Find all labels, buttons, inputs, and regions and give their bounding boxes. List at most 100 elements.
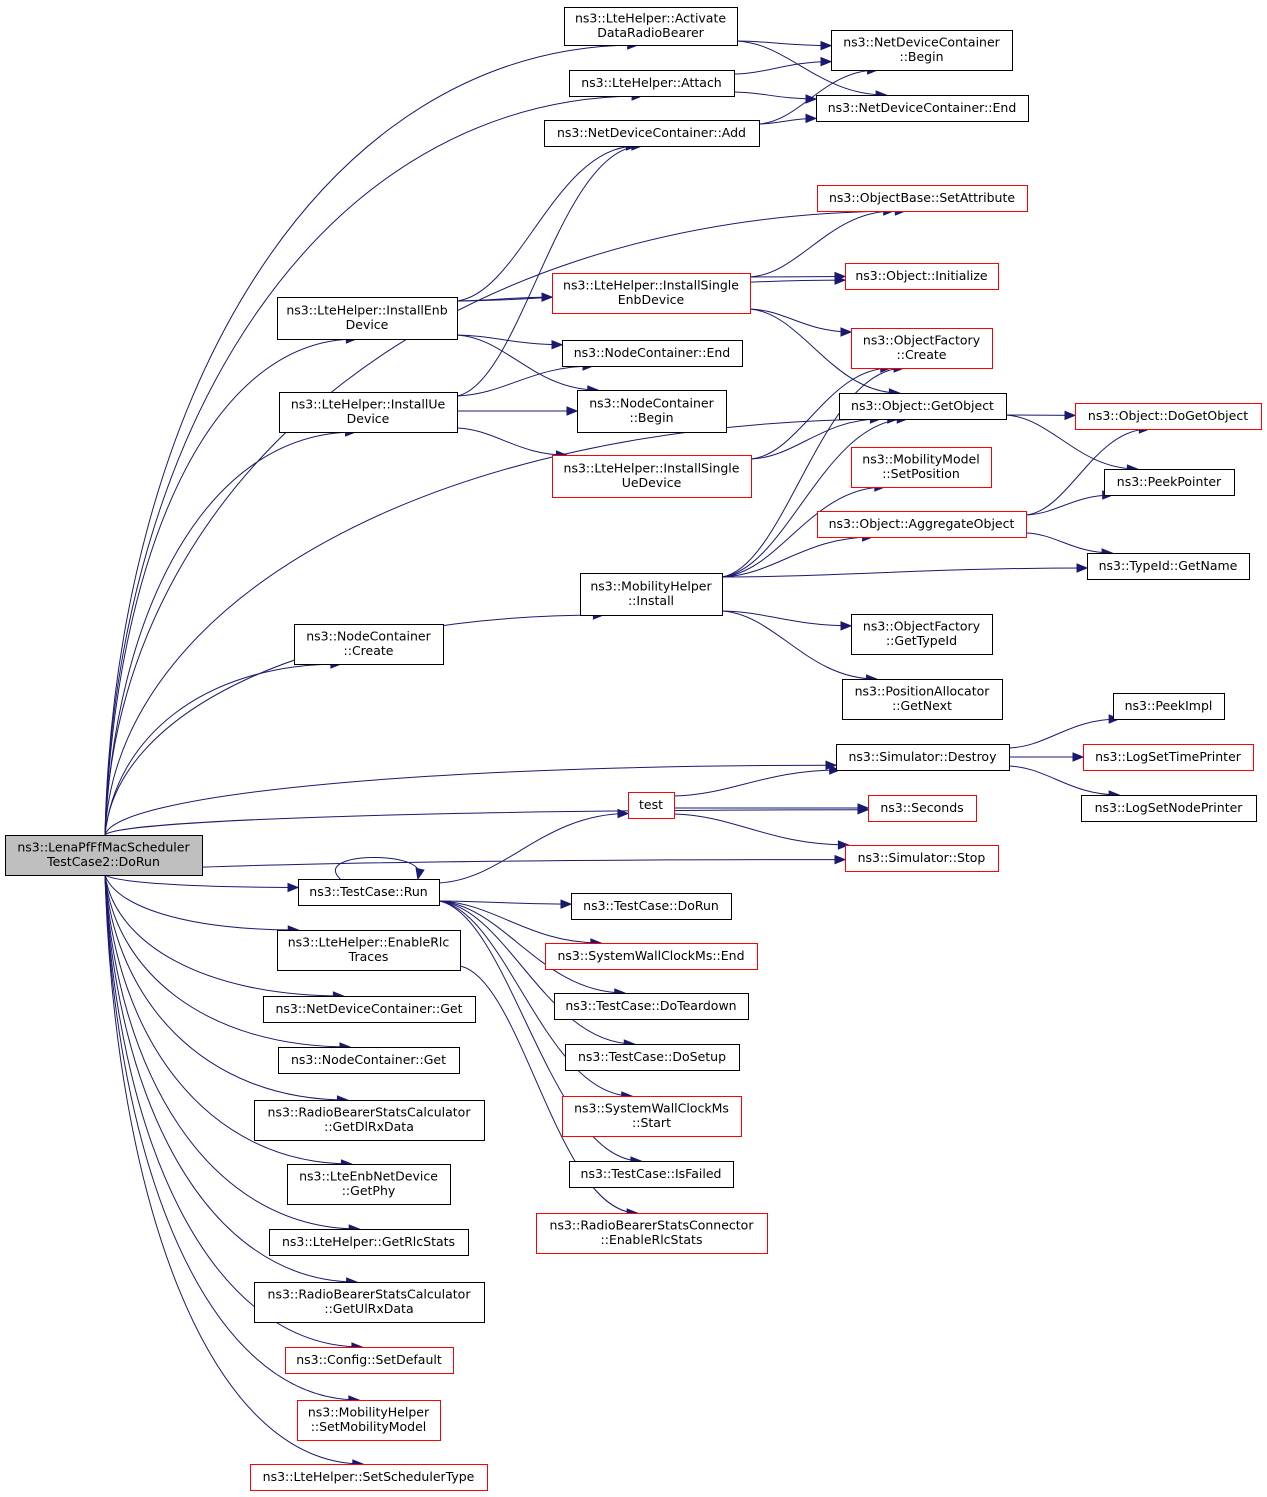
node-rbsconn-enable[interactable]: ns3::RadioBearerStatsConnector::EnableRl…: [536, 1213, 768, 1254]
node-seconds[interactable]: ns3::Seconds: [868, 795, 977, 822]
node-box: [552, 455, 752, 498]
edge-tc_run-to-tc_run: [335, 857, 425, 881]
node-box: [851, 447, 992, 488]
node-test[interactable]: test: [628, 792, 675, 819]
node-getobject[interactable]: ns3::Object::GetObject: [839, 393, 1007, 420]
node-ndc-begin[interactable]: ns3::NetDeviceContainer::Begin: [831, 30, 1013, 71]
node-box: [845, 845, 999, 872]
node-tc-doteardown[interactable]: ns3::TestCase::DoTeardown: [554, 993, 749, 1020]
edge-mob_install-to-of_gettypeid: [721, 610, 853, 631]
node-root[interactable]: ns3::LenaPfFfMacSchedulerTestCase2::DoRu…: [5, 835, 203, 876]
edge-root-to-setattr: [104, 206, 907, 836]
node-label-line: ns3::NetDeviceContainer::End: [828, 100, 1017, 115]
node-box: [562, 340, 743, 367]
edge-line: [721, 486, 885, 578]
node-label-line: ns3::LteHelper::GetRlcStats: [282, 1234, 455, 1249]
node-enb-getphy[interactable]: ns3::LteEnbNetDevice::GetPhy: [287, 1164, 451, 1205]
edge-line: [750, 418, 881, 460]
node-label-line: ns3::MobilityHelper: [308, 1405, 430, 1420]
node-peekimpl[interactable]: ns3::PeekImpl: [1113, 693, 1225, 720]
node-pa-getnext[interactable]: ns3::PositionAllocator::GetNext: [842, 679, 1003, 720]
node-of-create[interactable]: ns3::ObjectFactory::Create: [851, 328, 993, 369]
node-ndc-add[interactable]: ns3::NetDeviceContainer::Add: [544, 120, 760, 147]
node-peekpointer[interactable]: ns3::PeekPointer: [1104, 469, 1235, 496]
node-logsettime[interactable]: ns3::LogSetTimePrinter: [1083, 744, 1254, 771]
node-sim-destroy[interactable]: ns3::Simulator::Destroy: [836, 744, 1010, 771]
node-dogetobject[interactable]: ns3::Object::DoGetObject: [1075, 403, 1262, 430]
edge-arrowhead: [820, 40, 833, 51]
node-box: [816, 95, 1029, 122]
node-tc-dorun[interactable]: ns3::TestCase::DoRun: [571, 893, 732, 920]
node-ndc-get[interactable]: ns3::NetDeviceContainer::Get: [263, 996, 476, 1023]
node-of-gettypeid[interactable]: ns3::ObjectFactory::GetTypeId: [851, 614, 993, 655]
node-setattr[interactable]: ns3::ObjectBase::SetAttribute: [817, 185, 1028, 212]
node-nc-end[interactable]: ns3::NodeContainer::End: [562, 340, 743, 367]
node-label-line: EnbDevice: [618, 292, 685, 307]
edge-getobject-to-dogetobject: [1005, 410, 1077, 421]
node-aggregate[interactable]: ns3::Object::AggregateObject: [817, 511, 1027, 538]
node-tc-dosetup[interactable]: ns3::TestCase::DoSetup: [565, 1044, 740, 1071]
edge-line: [758, 69, 878, 125]
node-label-line: UeDevice: [622, 475, 682, 490]
node-attach[interactable]: ns3::LteHelper::Attach: [569, 70, 735, 97]
node-tc-isfailed[interactable]: ns3::TestCase::IsFailed: [569, 1161, 734, 1188]
node-swc-end[interactable]: ns3::SystemWallClockMs::End: [545, 943, 758, 970]
edge-line: [438, 812, 629, 884]
node-nc-begin[interactable]: ns3::NodeContainer::Begin: [577, 390, 727, 433]
node-cfg-setdefault[interactable]: ns3::Config::SetDefault: [285, 1347, 454, 1374]
node-setposition[interactable]: ns3::MobilityModel::SetPosition: [851, 447, 992, 488]
node-label-line: ns3::Simulator::Stop: [858, 850, 986, 865]
edge-line: [104, 874, 348, 1101]
node-rbsc-getul[interactable]: ns3::RadioBearerStatsCalculator::GetUlRx…: [254, 1282, 485, 1323]
edge-line: [438, 900, 641, 1162]
node-typeid-getname[interactable]: ns3::TypeId::GetName: [1087, 553, 1250, 580]
node-label-line: ns3::NetDeviceContainer::Add: [557, 125, 746, 140]
node-label-line: ns3::TypeId::GetName: [1099, 558, 1238, 573]
node-label-line: ns3::Object::Initialize: [855, 268, 988, 283]
edge-line: [438, 900, 632, 1097]
edge-arrowhead: [1076, 563, 1089, 573]
node-getrlcstats[interactable]: ns3::LteHelper::GetRlcStats: [269, 1229, 469, 1256]
node-box: [571, 893, 732, 920]
node-label-line: TestCase2::DoRun: [46, 854, 160, 869]
node-ndc-end[interactable]: ns3::NetDeviceContainer::End: [816, 95, 1029, 122]
node-box: [287, 1164, 451, 1205]
node-label-line: ns3::Object::DoGetObject: [1088, 408, 1248, 423]
edge-line: [1008, 718, 1120, 749]
edge-line: [456, 334, 563, 346]
node-label-line: ns3::LteEnbNetDevice: [299, 1169, 438, 1184]
node-nc-get[interactable]: ns3::NodeContainer::Get: [278, 1047, 460, 1074]
node-rbsc-getdl[interactable]: ns3::RadioBearerStatsCalculator::GetDlRx…: [254, 1100, 485, 1141]
edge-mob_install-to-typeid_getname: [721, 563, 1089, 578]
node-setsched[interactable]: ns3::LteHelper::SetSchedulerType: [250, 1464, 488, 1491]
node-nc-create[interactable]: ns3::NodeContainer::Create: [294, 624, 444, 665]
edge-line: [104, 874, 352, 1165]
edge-line: [104, 210, 906, 836]
node-swc-start[interactable]: ns3::SystemWallClockMs::Start: [562, 1096, 742, 1137]
node-tc-run[interactable]: ns3::TestCase::Run: [298, 879, 440, 906]
edge-line: [721, 610, 877, 680]
node-label-line: ns3::LteHelper::EnableRlc: [288, 935, 450, 950]
node-logsetnode[interactable]: ns3::LogSetNodePrinter: [1081, 795, 1257, 822]
edge-line: [438, 900, 601, 944]
node-mob-setmodel[interactable]: ns3::MobilityHelper::SetMobilityModel: [297, 1400, 441, 1441]
node-label-line: ns3::PeekPointer: [1117, 474, 1222, 489]
node-sim-stop[interactable]: ns3::Simulator::Stop: [845, 845, 999, 872]
node-label-line: ns3::Object::GetObject: [851, 398, 994, 413]
node-initialize[interactable]: ns3::Object::Initialize: [845, 263, 999, 290]
node-mob-install[interactable]: ns3::MobilityHelper::Install: [580, 573, 723, 616]
edge-arrowhead: [840, 327, 853, 337]
node-label-line: ::GetTypeId: [886, 633, 957, 648]
edge-line: [1008, 765, 1120, 796]
node-label-line: ::Start: [632, 1115, 671, 1130]
node-label-line: ns3::LteHelper::Attach: [581, 75, 722, 90]
node-box: [278, 1047, 460, 1074]
edge-tc_run-to-tc_dorun: [438, 899, 573, 909]
